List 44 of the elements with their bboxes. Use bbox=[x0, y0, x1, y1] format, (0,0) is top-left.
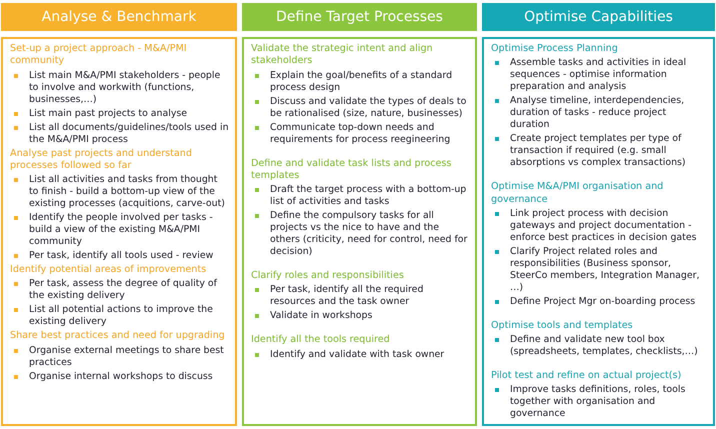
bullet-item: List main M&A/PMI stakeholders - people to involve and workwith (functions, businesses,…) bbox=[10, 70, 229, 106]
section-heading: Identify all the tools required bbox=[251, 334, 391, 347]
section-heading: Pilot test and refine on actual project(s) bbox=[491, 370, 682, 382]
column-panel bbox=[242, 37, 477, 426]
bullet-item: Organise external meetings to share best practices bbox=[10, 344, 229, 369]
bullet-item: Improve tasks definitions, roles, tools together with organisation and governance bbox=[491, 384, 707, 420]
bullet-item: Discuss and validate the types of deals to be rationalised (size, nature, businesses) bbox=[251, 96, 469, 120]
bullet-item: Define the compulsory tasks for all projects vs the nice to have and the others (criticity, need for control, need for decision) bbox=[251, 210, 469, 258]
bullet-item: Define Project Mgr on-boarding process bbox=[491, 296, 707, 308]
column-header: Analyse & Benchmark bbox=[1, 3, 237, 31]
bullet-item: Link project process with decision gateways and project documentation - enforce best practices in decision gates bbox=[491, 208, 707, 244]
bullet-item: Create project templates per type of transaction if required (e.g. small absorptions vs complex transactions) bbox=[491, 133, 707, 170]
column-header: Define Target Processes bbox=[242, 3, 477, 31]
bullet-item: Assemble tasks and activities in ideal sequences - optimise information preparation and analysis bbox=[491, 57, 707, 94]
bullet-item: Validate in workshops bbox=[251, 310, 469, 322]
bullet-item: Communicate top-down needs and requirements for process reegineering bbox=[251, 122, 469, 146]
section-heading: Analyse past projects and understand processes followed so far bbox=[10, 148, 193, 172]
bullet-item: Analyse timeline, interdependencies, duration of tasks - reduce project duration bbox=[491, 95, 707, 132]
bullet-item: List main past projects to analyse bbox=[10, 108, 229, 120]
section-heading: Define and validate task lists and process templates bbox=[251, 158, 452, 182]
bullet-item: Per task, identify all tools used - review bbox=[10, 250, 229, 262]
bullet-item: Clarify Project related roles and responsibilities (Business sponsor, SteerCo members, Integration Manager, …) bbox=[491, 246, 707, 294]
bullet-item: List all activities and tasks from thought to finish - build a bottom-up view of the existing processes (acquitions, carve-out) bbox=[10, 174, 229, 210]
section-heading: Optimise M&A/PMI organisation and governance bbox=[491, 181, 664, 206]
bullet-item: Per task, assess the degree of quality of the existing delivery bbox=[10, 278, 229, 302]
section-heading: Optimise Process Planning bbox=[491, 43, 619, 56]
bullet-item: Define and validate new tool box (spreadsheets, templates, checklists,…) bbox=[491, 334, 707, 358]
section-heading: Validate the strategic intent and align stakeholders bbox=[251, 43, 434, 68]
column-panel bbox=[482, 37, 715, 426]
column-panel bbox=[1, 37, 237, 426]
column-header: Optimise Capabilities bbox=[482, 3, 715, 31]
bullet-item: Draft the target process with a bottom-up list of activities and tasks bbox=[251, 184, 469, 208]
bullet-item: List all potential actions to improve the existing delivery bbox=[10, 304, 229, 328]
section-heading: Clarify roles and responsibilities bbox=[251, 270, 405, 282]
bullet-item: Per task, identify all the required resources and the task owner bbox=[251, 284, 469, 308]
bullet-item: Identify and validate with task owner bbox=[251, 348, 469, 361]
section-heading: Optimise tools and templates bbox=[491, 320, 634, 332]
bullet-item: Organise internal workshops to discuss bbox=[10, 370, 229, 383]
bullet-item: Explain the goal/benefits of a standard process design bbox=[251, 70, 469, 94]
bullet-item: Identify the people involved per tasks - build a view of the existing M&A/PMI community bbox=[10, 212, 229, 248]
section-heading: Share best practices and need for upgrading bbox=[10, 330, 226, 343]
bullet-item: List all documents/guidelines/tools used in the M&A/PMI process bbox=[10, 122, 229, 146]
section-heading: Identify potential areas of improvements bbox=[10, 264, 208, 276]
section-heading: Set-up a project approach - M&A/PMI community bbox=[10, 43, 188, 68]
